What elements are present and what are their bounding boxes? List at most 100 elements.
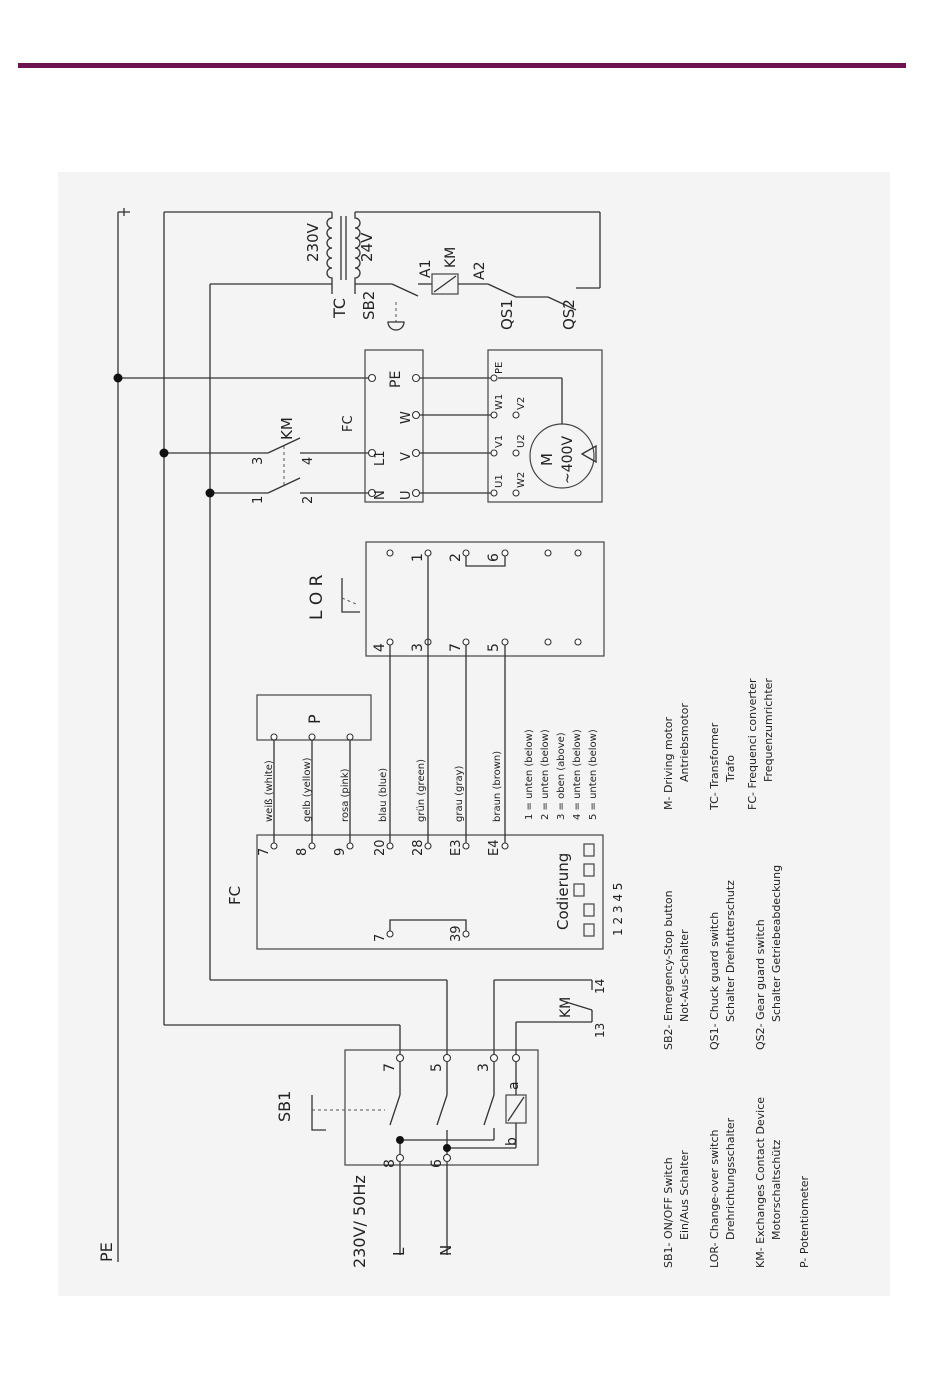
km-aux-label: KM — [558, 997, 574, 1018]
motor-term-v1: V1 — [494, 435, 505, 448]
motor-term-v2: V2 — [516, 397, 527, 410]
pe-rail — [113, 208, 372, 1262]
legend-sb1-de: Ein/Aus Schalter — [678, 1150, 691, 1240]
secondary-voltage-label: 24V — [358, 232, 376, 262]
motor-box: PE W1 V1 U1 V2 U2 W2 M ~400V — [487, 349, 603, 503]
coding-note-4: 4 = unten (below) — [572, 729, 583, 820]
fc-motor-wires — [420, 377, 492, 494]
km-aux-13: 13 — [593, 1023, 607, 1038]
coil-a-label: a — [506, 1081, 522, 1090]
lor-term-6: 6 — [486, 553, 502, 562]
codierung-label: Codierung — [554, 853, 572, 930]
line-l-label: L — [390, 1247, 408, 1256]
wire-pink: rosa (pink) — [340, 768, 351, 822]
legend-tc: TC- Transformer — [708, 722, 721, 811]
lor-term-3: 3 — [410, 643, 426, 652]
motor-term-pe: PE — [494, 362, 505, 374]
fc-converter-box: FC PE W V U L1 N — [341, 349, 424, 503]
km-contact-4: 4 — [301, 457, 316, 465]
a1-label: A1 — [418, 260, 434, 278]
transformer-tc: 230V 24V TC — [304, 212, 376, 319]
legend: SB1- ON/OFF Switch Ein/Aus Schalter LOR-… — [662, 678, 811, 1268]
legend-m-de: Antriebsmotor — [678, 703, 691, 782]
emergency-stop-icon — [387, 321, 405, 331]
lor-label: L O R — [307, 574, 327, 620]
fc-control-panel: FC 7 8 9 20 28 E3 E4 7 39 Codierung 1 2 … — [226, 834, 625, 950]
header-divider-bar — [18, 63, 906, 68]
lor-term-5: 5 — [486, 643, 502, 652]
coding-note-3: 3 = oben (above) — [556, 732, 567, 820]
legend-qs1-de: Schalter Drehfutterschutz — [724, 880, 737, 1022]
legend-sb2-de: Not-Aus-Schalter — [678, 929, 691, 1022]
legend-m: M- Driving motor — [662, 716, 675, 810]
delta-icon — [580, 444, 597, 464]
legend-km: KM- Exchanges Contact Device — [754, 1097, 767, 1268]
motor-m-label: M — [538, 453, 556, 466]
wire-brown: braun (brown) — [492, 751, 503, 822]
coding-notes: 1 = unten (below) 2 = unten (below) 3 = … — [524, 729, 599, 820]
fc-term-20: 20 — [373, 839, 388, 856]
a2-label: A2 — [472, 262, 488, 280]
qs1-label: QS1 — [498, 299, 516, 330]
km-contact-1: 1 — [251, 496, 266, 504]
sb1-term-3: 3 — [476, 1063, 492, 1072]
fc-term-28: 28 — [411, 839, 426, 856]
lor-term-4: 4 — [372, 643, 388, 652]
sb1-term-6: 6 — [429, 1159, 445, 1168]
coding-note-5: 5 = unten (below) — [588, 729, 599, 820]
fc-term-8: 8 — [295, 848, 310, 856]
km-main-contacts: 3 4 1 2 KM — [245, 417, 368, 504]
fc-term-w: W — [399, 411, 414, 424]
motor-term-u2: U2 — [516, 434, 527, 448]
supply-lines: 230V/ 50Hz L N PE — [97, 1162, 455, 1268]
fc-term-pe: PE — [388, 371, 404, 388]
legend-tc-de: Trafo — [724, 755, 737, 783]
motor-term-w1: W1 — [494, 394, 505, 410]
legend-fc: FC- Frequenci converter — [746, 678, 759, 810]
km-contact-2: 2 — [301, 496, 316, 504]
pe-label: PE — [97, 1242, 116, 1262]
supply-label: 230V/ 50Hz — [350, 1175, 369, 1268]
legend-qs2-de: Schalter Getriebeabdeckung — [770, 865, 783, 1022]
legend-p: P- Potentiometer — [798, 1175, 811, 1268]
fc-term-v: V — [399, 452, 414, 461]
lor-term-2: 2 — [448, 553, 464, 562]
fc-top-label: FC — [341, 415, 356, 432]
fc-term-7: 7 — [257, 848, 272, 856]
fc-panel-label: FC — [226, 886, 244, 905]
legend-sb2: SB2- Emergency-Stop button — [662, 890, 675, 1050]
km-contact-3: 3 — [251, 457, 266, 465]
motor-term-u1: U1 — [494, 474, 505, 488]
km-main-label: KM — [278, 417, 296, 440]
fc-term-n: N — [373, 490, 388, 500]
fc-term-7b: 7 — [373, 934, 388, 942]
motor-voltage-label: ~400V — [560, 436, 576, 484]
lor-term-1: 1 — [410, 553, 426, 562]
feed-wires — [159, 211, 601, 1055]
legend-qs1: QS1- Chuck guard switch — [708, 912, 721, 1050]
fc-term-39: 39 — [449, 925, 464, 942]
codierung-numbers: 1 2 3 4 5 — [611, 883, 625, 936]
coding-note-2: 2 = unten (below) — [540, 729, 551, 820]
km-aux-14: 14 — [593, 979, 607, 994]
sb1-switch-box: SB1 7 5 3 8 6 a b — [275, 1049, 539, 1168]
wire-green: grün (green) — [416, 759, 427, 822]
signal-wires: weiß (white) gelb (yellow) rosa (pink) b… — [264, 556, 506, 843]
sb1-label: SB1 — [275, 1091, 294, 1122]
coding-note-1: 1 = unten (below) — [524, 729, 535, 820]
fc-term-l1: L1 — [373, 450, 388, 466]
km-coil-label: KM — [443, 247, 459, 268]
line-n-label: N — [437, 1245, 455, 1256]
qs2-label: QS2 — [560, 299, 578, 330]
legend-sb1: SB1- ON/OFF Switch — [662, 1157, 675, 1268]
sb1-term-8: 8 — [382, 1159, 398, 1168]
control-circuit: SB2 A1 KM A2 QS1 QS2 — [355, 247, 600, 331]
wire-blue: blau (blue) — [378, 768, 389, 822]
lor-switch-box: L O R 4 3 7 5 1 2 6 — [307, 541, 605, 657]
sb2-label: SB2 — [360, 291, 378, 320]
diagram-background — [58, 172, 890, 1296]
wire-white: weiß (white) — [264, 760, 275, 822]
lor-term-7: 7 — [448, 643, 464, 652]
km-aux-contact: KM 14 13 — [493, 979, 607, 1055]
